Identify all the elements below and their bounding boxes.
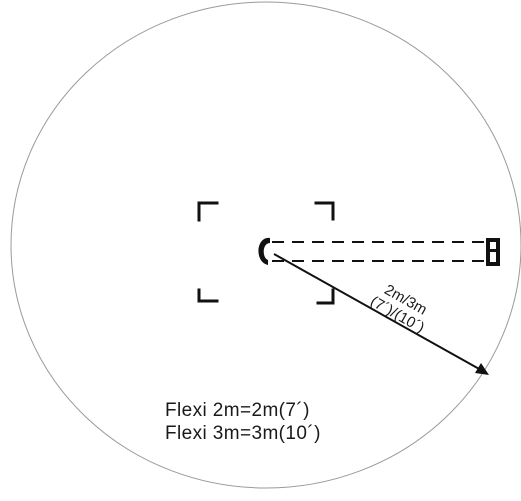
radius-arrow-line	[273, 253, 482, 371]
frame-corner-bottom-left	[197, 288, 219, 303]
frame-corner-bottom-right	[316, 288, 335, 305]
radius-arrowhead	[475, 363, 489, 375]
caption-line-2m: Flexi 2m=2m(7´)	[165, 400, 310, 421]
coverage-circle	[10, 1, 521, 489]
frame-corner-top-right	[314, 201, 335, 221]
frame-corners	[197, 201, 335, 305]
sensor-head-icon	[258, 237, 270, 265]
caption: Flexi 2m=2m(7´) Flexi 3m=3m(10´)	[165, 399, 321, 445]
frame-corner-top-left	[197, 201, 219, 222]
caption-line-3m: Flexi 3m=3m(10´)	[165, 423, 321, 444]
receiver-icon	[486, 238, 500, 266]
